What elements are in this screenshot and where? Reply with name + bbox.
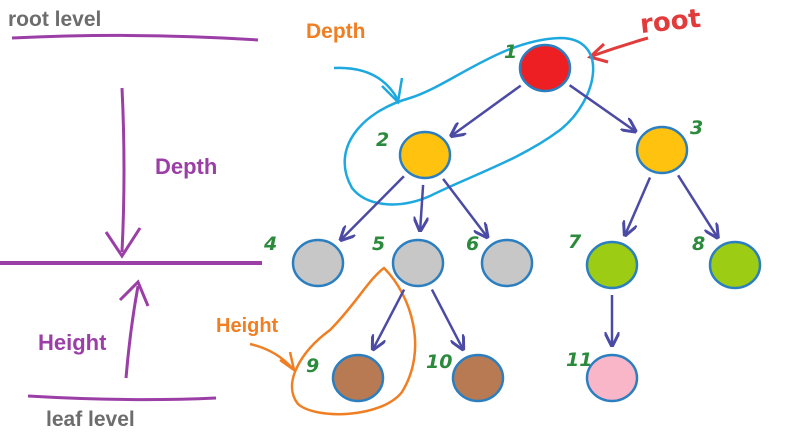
- tree-node-label-4: 4: [263, 233, 277, 255]
- tree-node-label-11: 11: [566, 349, 592, 371]
- height-arrow-shaft: [124, 285, 140, 379]
- tree-node-label-9: 9: [306, 355, 319, 377]
- edge-3-8: [677, 174, 717, 236]
- root-level-line: [11, 33, 259, 42]
- height-arrow-head: [118, 279, 150, 307]
- tree-node-10: [451, 353, 505, 403]
- root-pointer-arrow: [591, 36, 649, 58]
- depth-arrow-head: [104, 227, 142, 259]
- root-label: root: [639, 4, 703, 40]
- tree-nodes: 1 2 3 4 5 6 7 8 9 10 11: [263, 41, 762, 403]
- depth-top-label: Depth: [306, 20, 366, 43]
- edge-5-10: [430, 289, 462, 348]
- edge-2-6: [442, 178, 486, 236]
- tree-node-label-10: 10: [426, 351, 452, 373]
- depth-pointer-arrow: [333, 66, 400, 101]
- edge-2-4: [342, 175, 405, 239]
- depth-left-label: Depth: [155, 154, 217, 179]
- tree-node-label-8: 8: [692, 233, 705, 255]
- tree-node-5: [391, 238, 445, 288]
- height-pointer-head: [279, 351, 296, 373]
- height-left-label: Height: [38, 330, 107, 355]
- leaf-level-label: leaf level: [46, 408, 135, 431]
- tree-node-11: [585, 353, 639, 403]
- tree-node-2: [398, 130, 452, 180]
- tree-node-8: [708, 240, 762, 290]
- tree-edges: [342, 84, 717, 348]
- height-annot-label: Height: [216, 315, 279, 337]
- tree-node-4: [291, 238, 345, 288]
- edge-1-2: [453, 84, 522, 135]
- depth-highlight-outline: [343, 36, 595, 206]
- root-pointer-head: [587, 42, 609, 64]
- tree-node-label-1: 1: [504, 41, 517, 63]
- tree-node-label-6: 6: [466, 233, 479, 255]
- tree-node-label-7: 7: [568, 231, 582, 253]
- tree-node-3: [635, 125, 689, 175]
- edge-3-7: [626, 177, 652, 234]
- tree-node-1: [518, 43, 572, 93]
- tree-node-7: [585, 240, 639, 290]
- leaf-level-line: [27, 394, 217, 402]
- height-highlight-outline: [290, 266, 417, 416]
- tree-node-9: [331, 353, 385, 403]
- tree-node-label-2: 2: [376, 129, 389, 151]
- tree-node-6: [480, 238, 534, 288]
- tree-node-label-3: 3: [690, 117, 703, 139]
- depth-arrow-shaft: [120, 87, 126, 253]
- root-level-label: root level: [8, 8, 101, 31]
- edge-5-9: [374, 289, 406, 348]
- edge-1-3: [568, 84, 635, 130]
- edge-2-5: [420, 184, 423, 229]
- tree-node-label-5: 5: [372, 233, 385, 255]
